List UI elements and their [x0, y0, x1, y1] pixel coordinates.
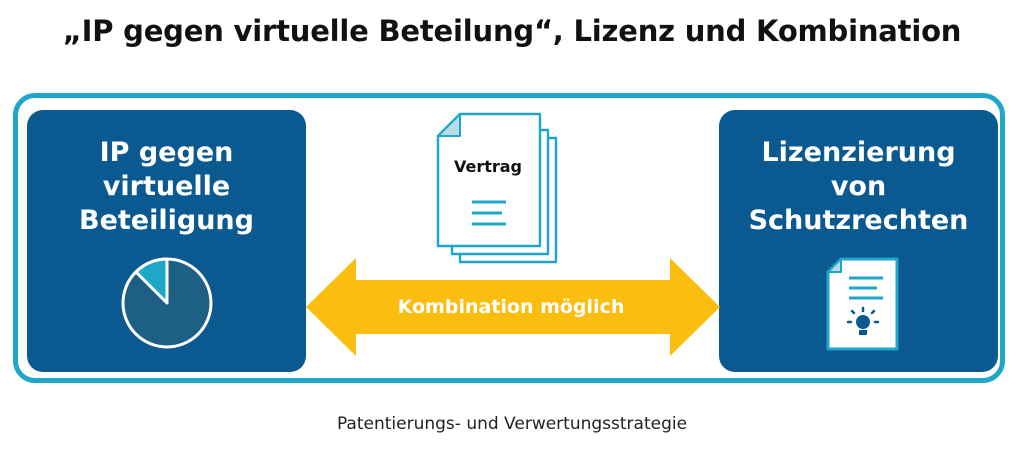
contract-label: Vertrag [446, 157, 530, 176]
right-title-line-3: Schutzrechten [719, 204, 998, 238]
pie-chart-icon [120, 256, 214, 350]
patent-licensing-title: Lizenzierung von Schutzrechten [719, 136, 998, 238]
contract-documents-icon [436, 112, 564, 268]
combination-label: Kombination möglich [356, 296, 666, 318]
left-title-line-1: IP gegen [27, 136, 306, 170]
right-title-line-1: Lizenzierung [719, 136, 998, 170]
ip-virtual-participation-title: IP gegen virtuelle Beteiligung [27, 136, 306, 238]
patent-document-lightbulb-icon [825, 256, 901, 352]
diagram-title: „IP gegen virtuelle Beteilung“, Lizenz u… [0, 14, 1024, 48]
caption: Patentierungs- und Verwertungsstrategie [0, 414, 1024, 434]
right-title-line-2: von [719, 170, 998, 204]
left-title-line-3: Beteiligung [27, 204, 306, 238]
left-title-line-2: virtuelle [27, 170, 306, 204]
